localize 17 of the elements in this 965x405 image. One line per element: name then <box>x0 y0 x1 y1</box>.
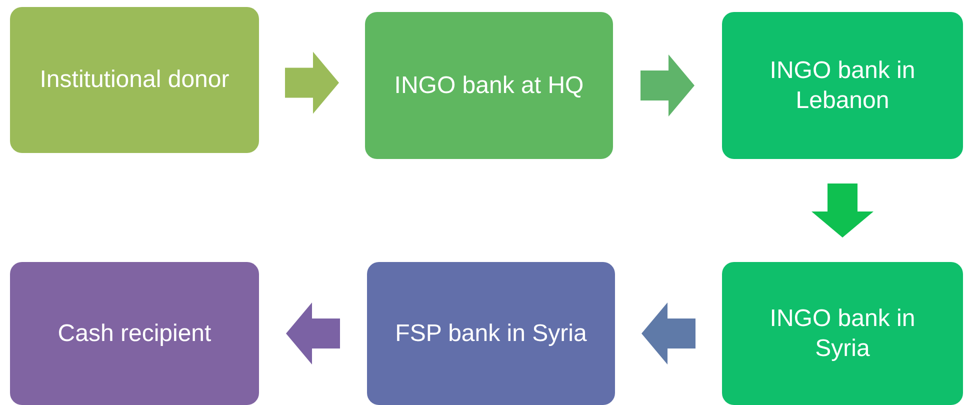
box-label: INGO bank in Lebanon <box>768 56 916 116</box>
box-label: INGO bank at HQ <box>394 70 584 100</box>
process-box <box>10 262 259 405</box>
process-box <box>10 7 259 153</box>
process-box <box>367 262 615 405</box>
process-box <box>365 12 613 159</box>
box-label: Institutional donor <box>40 65 230 95</box>
box-label: FSP bank in Syria <box>395 318 587 348</box>
box-label: INGO bank in Syria <box>768 304 916 364</box>
block-arrow <box>640 54 694 116</box>
block-arrow <box>642 302 696 364</box>
block-arrow <box>812 184 874 238</box>
process-box <box>722 12 963 159</box>
box-label: Cash recipient <box>58 318 212 348</box>
process-box <box>722 262 963 405</box>
block-arrow <box>285 52 339 114</box>
block-arrow <box>286 302 340 364</box>
